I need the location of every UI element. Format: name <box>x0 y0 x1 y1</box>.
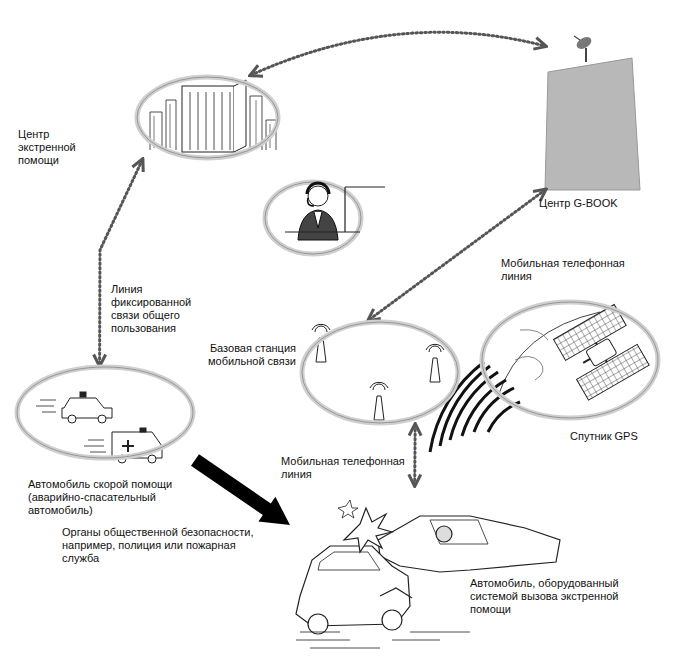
operator-circle-part <box>265 182 361 254</box>
emergency-cars-part <box>148 455 156 463</box>
node-label: Базовая станция мобильной связи <box>206 342 296 368</box>
antennas-part <box>426 344 444 352</box>
node-label: Спутник GPS <box>570 430 660 443</box>
ellipse-line <box>482 302 658 418</box>
gbook-tower-part <box>585 48 587 62</box>
antennas-part <box>430 358 440 382</box>
block-arrow <box>191 454 290 525</box>
emergency-cars-part <box>68 415 76 423</box>
gbook-tower-part <box>575 35 594 52</box>
edge-label: Линия фиксированной связи общего пользов… <box>110 283 222 335</box>
city-buildings-part <box>190 92 230 150</box>
crash-cars-part <box>308 614 328 634</box>
ellipse-ring <box>302 322 458 423</box>
crash-cars-part <box>296 632 470 648</box>
operator-circle-part <box>345 187 385 232</box>
antennas <box>312 324 444 420</box>
operator-circle-part <box>307 183 329 194</box>
ellipse-outline <box>480 300 660 420</box>
crash-cars-part <box>436 526 452 542</box>
operator-circle-part <box>265 182 361 254</box>
gps-waves <box>430 362 520 452</box>
city-buildings-part <box>182 86 234 152</box>
emergency-vehicles: Автомобиль скорой помощи (аварийно-спаса… <box>15 365 195 460</box>
gbook-tower <box>545 35 640 190</box>
city-buildings-part <box>154 100 270 148</box>
gps-waves-part <box>462 380 506 436</box>
ellipse-line <box>137 77 278 158</box>
crash-cars-part <box>430 520 488 544</box>
ellipse-line <box>302 322 458 423</box>
gps-satellite <box>498 305 649 401</box>
base-station: Базовая станция мобильной связи <box>300 320 460 425</box>
node-label: Центр экстренной помощи <box>18 128 110 167</box>
node-label: Автомобиль, оборудованный системой вызов… <box>470 577 660 616</box>
dotted-link <box>251 32 545 75</box>
node-label: Центр G-BOOK <box>539 197 654 210</box>
emergency-cars-part <box>84 440 106 452</box>
edge-label: Мобильная телефонная линия <box>500 257 632 283</box>
antennas-part <box>312 324 330 332</box>
crash-cars <box>296 500 560 648</box>
gbook-tower-part <box>574 36 580 40</box>
equipped-car: Автомобиль, оборудованный системой вызов… <box>290 485 580 645</box>
ellipse-ring <box>17 367 193 458</box>
operator-circle-part <box>314 212 322 228</box>
gps-waves-part <box>474 388 514 432</box>
operator-circle-part <box>308 198 314 206</box>
ellipse-outline <box>15 365 195 460</box>
gps-satellite: Спутник GPS <box>480 300 660 420</box>
ellipse-outline <box>300 320 460 425</box>
city-buildings-part <box>150 96 276 150</box>
gbook-tower-part <box>545 58 640 190</box>
emergency-cars-part <box>140 428 146 432</box>
operator-circle-part <box>308 186 328 206</box>
gps-satellite-part-part <box>586 338 618 367</box>
crash-cars-part <box>318 552 380 570</box>
crash-cars-part <box>378 516 560 572</box>
operator-circle <box>265 182 385 254</box>
emergency-cars-part <box>80 392 86 397</box>
dotted-link <box>413 425 417 485</box>
antennas-part <box>374 396 384 420</box>
node-label: Автомобиль скорой помощи (аварийно-спаса… <box>28 478 193 517</box>
antennas-part <box>370 382 388 390</box>
ellipse-ring <box>482 302 658 418</box>
emergency-cars-part <box>98 415 106 423</box>
crash-cars-part <box>338 500 358 518</box>
edge-label: Мобильная телефонная линия <box>280 455 407 481</box>
city-buildings-part <box>234 80 246 152</box>
crash-cars-part <box>380 588 412 598</box>
dotted-link <box>369 190 545 320</box>
gps-satellite-part-part <box>583 359 590 363</box>
gps-satellite-part <box>515 330 548 380</box>
ellipse-ring <box>137 77 278 158</box>
emergency-cars-part <box>36 400 56 412</box>
ellipse-line <box>17 367 193 458</box>
emergency-cars-part <box>122 440 134 452</box>
operator-circle-part <box>298 210 338 240</box>
emergency-cars-part <box>62 398 112 418</box>
crash-cars-part <box>382 610 402 630</box>
gbook-center: Центр G-BOOK <box>545 30 640 190</box>
emergency-center: Центр экстренной помощи <box>135 75 280 160</box>
node-label: Органы общественной безопасности, наприм… <box>62 526 262 565</box>
operator-circle-part <box>285 232 360 233</box>
ellipse-outline <box>135 75 280 160</box>
